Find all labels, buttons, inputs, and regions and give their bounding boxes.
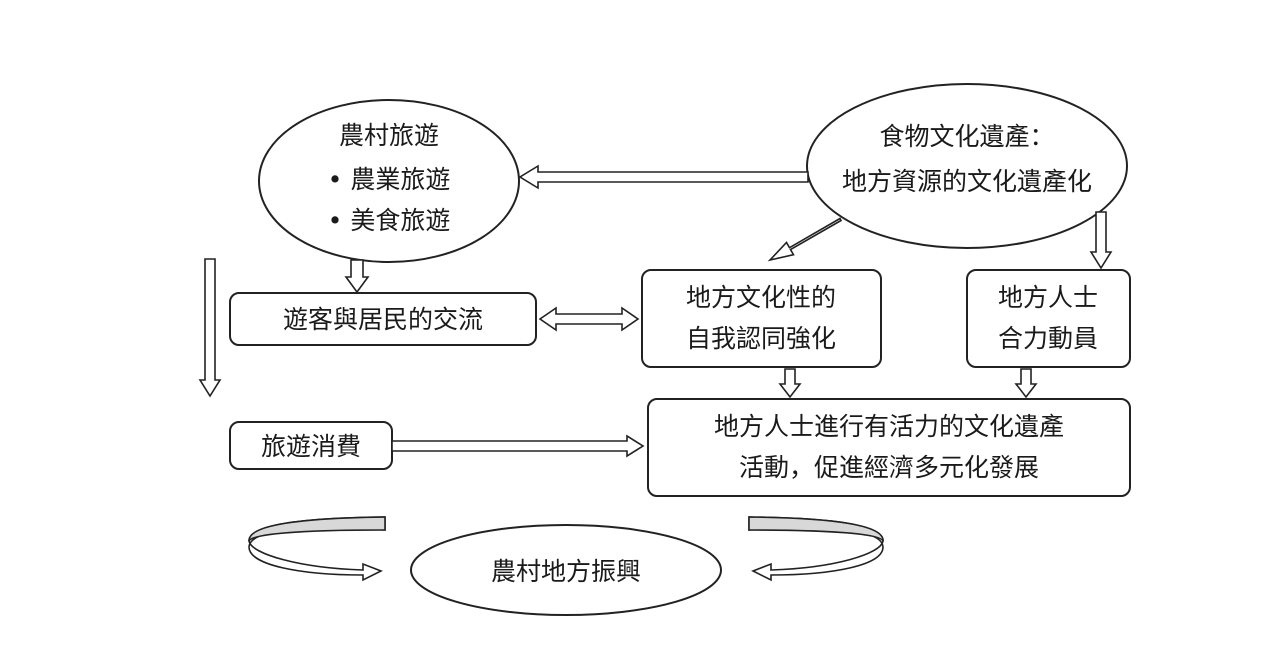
arrow-consumption-to-activity xyxy=(391,434,645,458)
rural-tourism-node: 農村旅遊 • 農業旅遊 • 美食旅遊 xyxy=(258,99,520,263)
arrow-identity-to-activity xyxy=(778,368,802,399)
heritage-activity-line: 活動，促進經濟多元化發展 xyxy=(739,453,1039,482)
heritage-activity-line: 地方人士進行有活力的文化遺產 xyxy=(714,412,1064,441)
visitor-exchange-node: 遊客與居民的交流 xyxy=(229,292,537,346)
mobilization-line: 地方人士 xyxy=(998,283,1098,312)
rural-tourism-title: 農村旅遊 xyxy=(339,121,439,150)
arrow-tourism-to-consumption xyxy=(198,258,222,398)
arrow-mobilization-to-activity xyxy=(1014,368,1038,399)
cycle-arrow-left xyxy=(248,516,386,582)
cycle-arrow-right xyxy=(748,516,884,582)
food-heritage-node: 食物文化遺產： 地方資源的文化遺產化 xyxy=(806,83,1128,249)
arrow-heritage-to-tourism xyxy=(518,164,809,190)
mobilization-line: 合力動員 xyxy=(998,324,1098,353)
tourism-consumption-label: 旅遊消費 xyxy=(261,432,361,461)
food-heritage-subtitle: 地方資源的文化遺產化 xyxy=(842,167,1092,196)
rural-tourism-item: • 美食旅遊 xyxy=(328,206,451,235)
identity-line: 地方文化性的 xyxy=(686,283,836,312)
arrow-exchange-identity-bidirectional xyxy=(538,306,640,332)
food-heritage-title: 食物文化遺產： xyxy=(879,122,1054,151)
arrow-tourism-to-exchange xyxy=(344,259,370,294)
identity-node: 地方文化性的 自我認同強化 xyxy=(641,269,882,368)
heritage-activity-node: 地方人士進行有活力的文化遺產 活動，促進經濟多元化發展 xyxy=(647,398,1131,497)
revitalization-node: 農村地方振興 xyxy=(410,524,722,616)
tourism-consumption-node: 旅遊消費 xyxy=(229,421,393,470)
revitalization-label: 農村地方振興 xyxy=(491,557,641,586)
arrow-heritage-to-mobilization xyxy=(1089,211,1113,270)
visitor-exchange-label: 遊客與居民的交流 xyxy=(283,305,483,334)
rural-tourism-item: • 農業旅遊 xyxy=(328,165,451,194)
mobilization-node: 地方人士 合力動員 xyxy=(966,269,1131,368)
identity-line: 自我認同強化 xyxy=(686,324,836,353)
arrow-heritage-to-identity xyxy=(767,217,843,262)
